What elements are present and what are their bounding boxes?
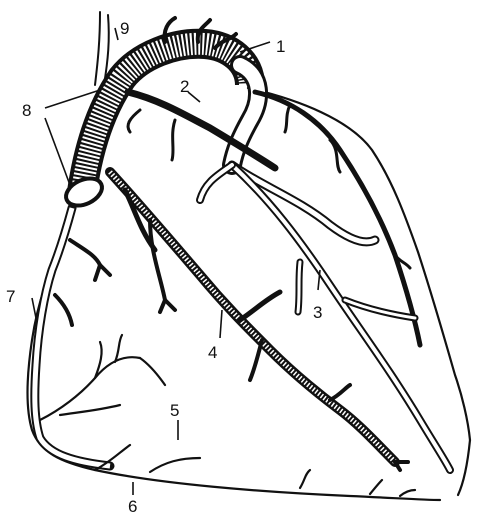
- label-1: 1: [276, 37, 285, 56]
- lower-branches: [40, 335, 415, 496]
- label-6: 6: [128, 497, 137, 515]
- label-8: 8: [22, 101, 31, 120]
- label-7: 7: [6, 287, 15, 306]
- label-5: 5: [170, 401, 179, 420]
- anterior-interventricular-artery: [110, 172, 408, 470]
- right-coronary-artery: [35, 208, 110, 466]
- label-9: 9: [120, 19, 129, 38]
- label-2: 2: [180, 77, 189, 96]
- aorta: [62, 44, 250, 211]
- label-4: 4: [208, 343, 217, 362]
- label-3: 3: [313, 303, 322, 322]
